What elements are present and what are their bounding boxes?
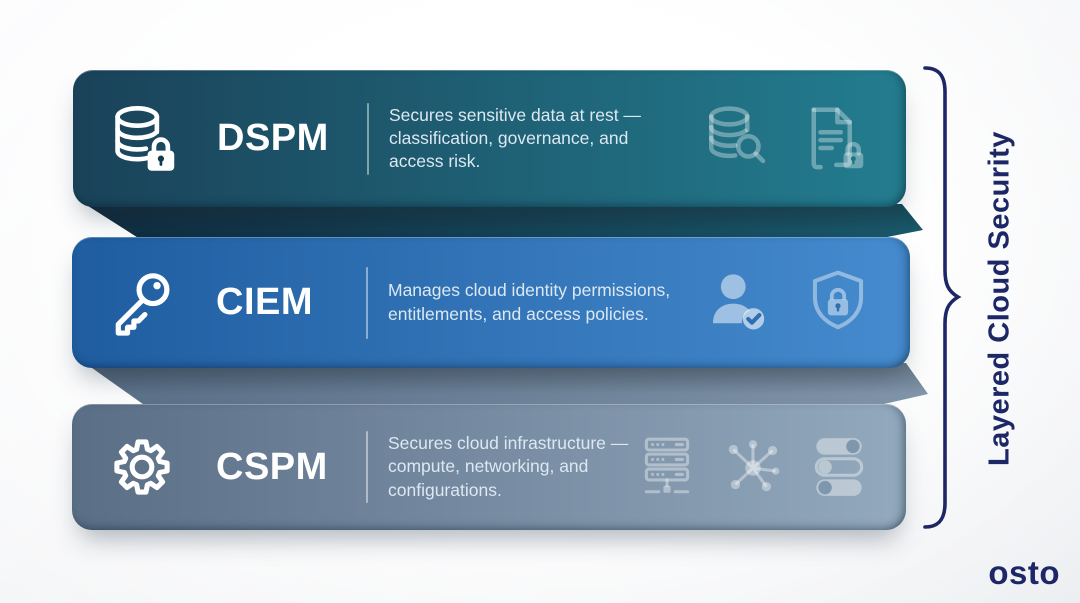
server-rack-icon: [644, 437, 690, 494]
vertical-divider: [366, 266, 368, 339]
layer-cspm-description: Secures cloud infrastructure — compute, …: [388, 433, 629, 500]
layer-dspm-content: DSPM Secures sensitive data at rest — cl…: [73, 70, 906, 207]
layer-ciem-content: CIEM Manages cloud identity permissions,…: [72, 237, 910, 368]
layer-dspm: DSPM Secures sensitive data at rest — cl…: [73, 70, 906, 207]
layer-dspm-title: DSPM: [217, 117, 329, 159]
ribbon-fold-2: [85, 363, 928, 407]
curly-brace: [923, 66, 962, 529]
ribbon-fold-1: [85, 204, 923, 241]
document-lock-icon: [811, 107, 864, 169]
brand-logo: osto: [988, 554, 1060, 591]
gear-icon: [104, 430, 180, 504]
database-lock-icon: [105, 102, 181, 176]
layer-cspm-title: CSPM: [216, 445, 328, 488]
database-search-icon: [709, 105, 766, 163]
layer-ciem: CIEM Manages cloud identity permissions,…: [72, 237, 910, 368]
layer-dspm-right-icons: [700, 103, 870, 175]
layer-cspm-content: CSPM Secures cloud infrastructure — comp…: [72, 404, 906, 530]
layer-dspm-description: Secures sensitive data at rest — classif…: [389, 104, 641, 172]
vertical-divider: [367, 102, 369, 175]
layer-ciem-right-icons: [704, 267, 874, 339]
layer-cspm: CSPM Secures cloud infrastructure — comp…: [72, 404, 906, 530]
user-check-icon: [713, 273, 765, 329]
key-icon: [104, 266, 180, 340]
layer-ciem-description: Manages cloud identity permissions, enti…: [388, 280, 671, 324]
side-label: Layered Cloud Security: [983, 131, 1016, 467]
layer-ciem-title: CIEM: [216, 281, 313, 323]
vertical-divider: [366, 431, 368, 503]
network-hub-icon: [728, 440, 780, 492]
layer-cspm-right-icons: [634, 434, 872, 500]
toggles-icon: [814, 438, 864, 496]
shield-lock-icon: [812, 270, 864, 329]
